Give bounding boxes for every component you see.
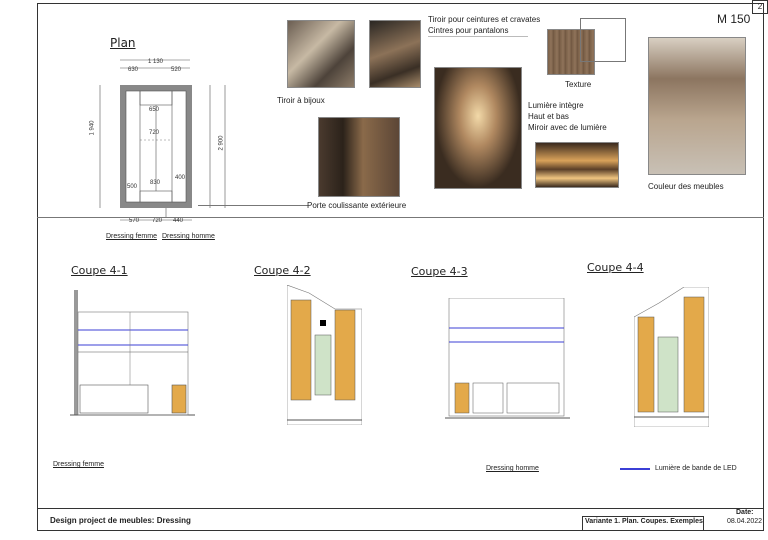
- plan-dim-500: 500: [127, 184, 138, 190]
- footer-date-label: Date:: [736, 509, 754, 516]
- caption-lumiere-3: Miroir avec de lumière: [528, 123, 607, 132]
- plan-dim-left: 630: [128, 67, 139, 73]
- footer-date: 08.04.2022: [727, 518, 763, 525]
- sliding-door-photo: [318, 117, 400, 197]
- footer-bar: [37, 508, 764, 532]
- caption-tiroir-ceintures: Tiroir pour ceintures et cravates: [428, 15, 541, 24]
- plan-dim-570: 570: [129, 218, 140, 224]
- scale-label: M 150: [717, 12, 751, 26]
- page-number-box: 2: [752, 0, 768, 14]
- caption-porte: Porte coulissante extérieure: [307, 201, 407, 210]
- caption-cintres: Cintres pour pantalons: [428, 26, 509, 35]
- plan-title: Plan: [110, 36, 136, 50]
- mirror-light-photo: [434, 67, 522, 189]
- plan-dim-right: 520: [171, 67, 182, 73]
- caption-tiroir-bijoux: Tiroir à bijoux: [277, 96, 325, 105]
- section-title-4-2: Coupe 4-2: [254, 264, 311, 277]
- caption-lumiere-1: Lumière intègre: [528, 101, 584, 110]
- footer-variant-box: [582, 516, 704, 531]
- section-4-1-drawing: [70, 290, 195, 416]
- led-drawer-photo: [535, 142, 619, 188]
- caption-separator: [428, 36, 528, 37]
- caption-couleur: Couleur des meubles: [648, 182, 724, 191]
- plan-dim-720: 720: [149, 130, 160, 136]
- section-label-femme: Dressing femme: [53, 461, 104, 468]
- plan-label-femme: Dressing femme: [106, 233, 157, 240]
- section-4-2-drawing: [287, 285, 362, 425]
- plan-dim-width: 1 130: [148, 59, 164, 65]
- led-legend-line: [620, 468, 650, 470]
- plan-dim-720b: 720: [152, 218, 163, 224]
- texture-swatch-frame: [580, 18, 626, 62]
- plan-dim-2900: 2 900: [218, 135, 225, 151]
- plan-dim-830: 830: [150, 180, 161, 186]
- furniture-color-photo: [648, 37, 746, 175]
- door-pointer-line: [198, 205, 308, 206]
- section-divider: [37, 217, 764, 218]
- section-label-homme: Dressing homme: [486, 465, 539, 472]
- plan-dim-400: 400: [175, 175, 186, 181]
- section-4-3-drawing: [445, 298, 570, 419]
- section-title-4-4: Coupe 4-4: [587, 261, 644, 274]
- plan-dim-650: 650: [149, 107, 160, 113]
- footer-project: Design project de meubles: Dressing: [50, 516, 191, 525]
- footer-variant: Variante 1. Plan. Coupes. Exemples: [585, 518, 703, 525]
- drawing-sheet: [37, 3, 764, 531]
- led-legend-label: Lumière de bande de LED: [655, 465, 737, 472]
- section-title-4-3: Coupe 4-3: [411, 265, 468, 278]
- caption-texture: Texture: [565, 80, 592, 89]
- caption-lumiere-2: Haut et bas: [528, 112, 569, 121]
- plan-dim-440: 440: [173, 218, 184, 224]
- floor-plan: [99, 59, 226, 221]
- texture-swatch: [547, 29, 595, 75]
- plan-label-homme: Dressing homme: [162, 233, 215, 240]
- jewelry-drawer-photo: [287, 20, 355, 88]
- section-4-4-drawing: [634, 287, 709, 427]
- plan-dim-height: 1 940: [89, 120, 96, 136]
- page-number: 2: [757, 2, 763, 11]
- belt-drawer-photo: [369, 20, 421, 88]
- section-title-4-1: Coupe 4-1: [71, 264, 128, 277]
